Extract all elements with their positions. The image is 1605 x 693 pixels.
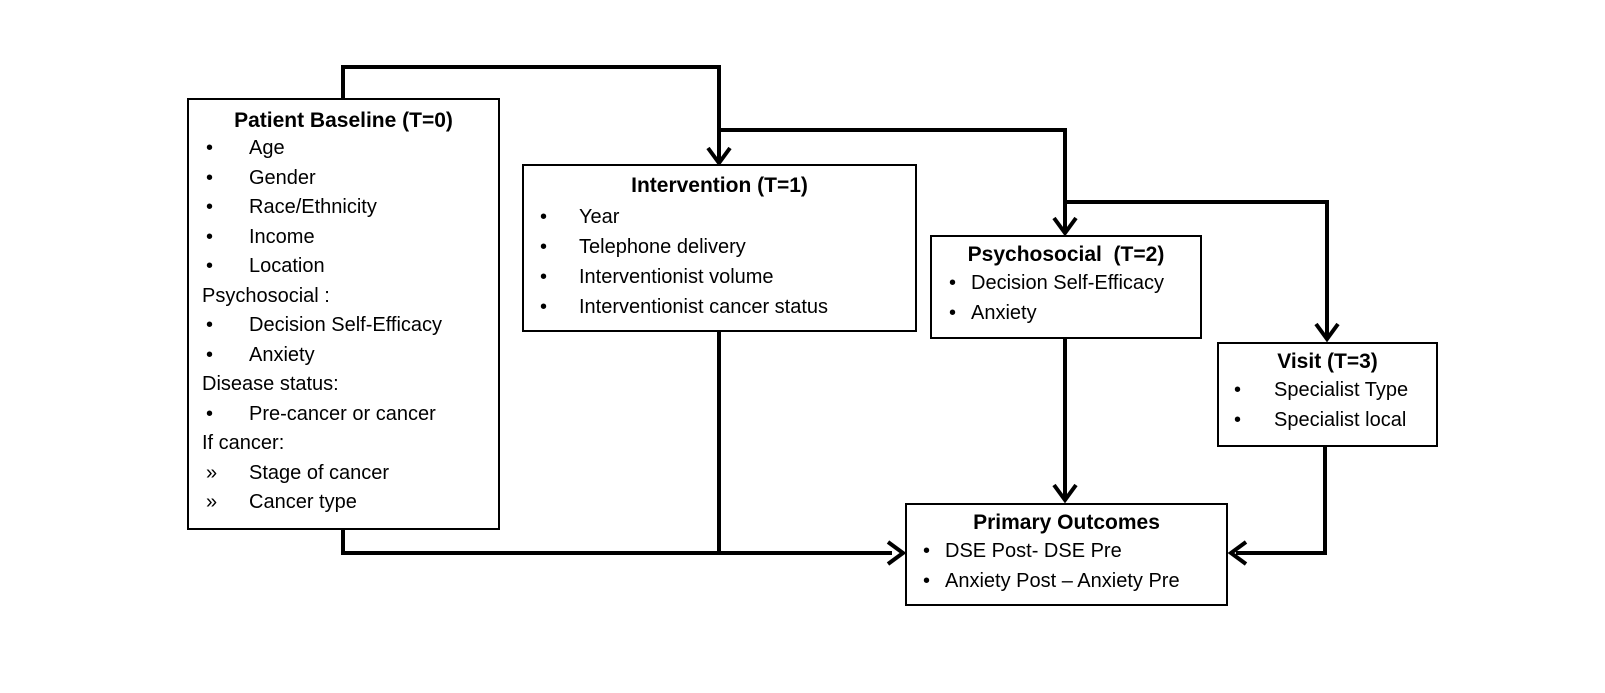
list-item: • Anxiety (189, 341, 498, 371)
patient-baseline-box: Patient Baseline (T=0) • Age • Gender • Rac… (187, 98, 500, 530)
edge-baseline-to-intervention (341, 65, 721, 160)
bullet-marker: • (1234, 409, 1242, 431)
list-item: • Interventionist cancer status (524, 292, 915, 322)
edge-visit-to-outcomes (1236, 447, 1327, 555)
list-item: • Year (524, 202, 915, 232)
list-item-text: Specialist Type (1274, 379, 1409, 401)
list-item-text: Gender (249, 166, 316, 189)
list-item: • Pre-cancer or cancer (189, 400, 498, 430)
list-item: • Location (189, 252, 498, 282)
list-item-text: Anxiety (971, 302, 1037, 324)
list-item-text: Interventionist volume (579, 266, 774, 288)
box-title: Visit (T=3) (1277, 350, 1378, 373)
chevron-marker: » (206, 491, 218, 513)
list-item-text: Disease status: (202, 373, 339, 395)
list-item: • Decision Self-Efficacy (189, 311, 498, 341)
list-item-text: Anxiety Post – Anxiety Pre (945, 570, 1180, 592)
list-item-text: Cancer type (249, 491, 357, 513)
list-item-text: Income (249, 225, 315, 248)
list-item: • Gender (189, 164, 498, 194)
box-items: • Decision Self-Efficacy • Anxiety (932, 268, 1200, 328)
list-item-text: Psychosocial : (202, 284, 330, 307)
list-item: • Age (189, 134, 498, 164)
arrowhead-intervention (706, 146, 732, 167)
bullet-marker: • (206, 166, 214, 189)
bullet-marker: • (923, 570, 931, 592)
bullet-marker: • (206, 196, 214, 218)
list-item-text: Year (579, 206, 620, 228)
bullet-marker: • (1234, 379, 1242, 401)
list-item-text: Stage of cancer (249, 461, 390, 484)
bullet-marker: • (949, 302, 957, 324)
bullet-marker: • (923, 540, 931, 562)
list-item-text: Decision Self-Efficacy (249, 314, 443, 336)
box-title: Intervention (T=1) (631, 174, 808, 197)
list-item: • Anxiety (932, 298, 1200, 328)
edge-baseline-to-outcomes (341, 530, 892, 555)
bullet-marker: • (540, 236, 548, 258)
bullet-marker: • (206, 255, 214, 277)
primary-outcomes-box: Primary Outcomes • DSE Post- DSE Pre • Anx… (905, 503, 1228, 606)
box-title: Patient Baseline (T=0) (234, 109, 453, 132)
list-item: Psychosocial : (189, 282, 498, 312)
list-item: • Specialist local (1219, 405, 1436, 435)
box-items: • Age • Gender • Race/Ethnicity • Income • Lo… (189, 134, 498, 518)
list-item: • Race/Ethnicity (189, 193, 498, 223)
list-item-text: Pre-cancer or cancer (249, 402, 436, 425)
bullet-marker: • (206, 402, 214, 425)
list-item: • Interventionist volume (524, 262, 915, 292)
bullet-marker: • (206, 137, 214, 159)
arrowhead-outcomes-right (1227, 540, 1248, 566)
list-item-text: Anxiety (249, 343, 315, 366)
edge-baseline-to-psychosocial (719, 128, 1067, 230)
list-item: • Decision Self-Efficacy (932, 268, 1200, 298)
bullet-marker: • (540, 206, 548, 228)
arrowhead-outcomes-top (1052, 483, 1078, 504)
arrowhead-outcomes-left (886, 540, 907, 566)
arrowhead-visit (1314, 322, 1340, 343)
box-items: • DSE Post- DSE Pre • Anxiety Post – Anxie… (907, 536, 1226, 596)
bullet-marker: • (540, 296, 548, 318)
box-title: Psychosocial (T=2) (967, 243, 1165, 266)
box-items: • Year • Telephone delivery • Interventioni… (524, 202, 915, 322)
edge-baseline-to-visit (1065, 200, 1329, 336)
box-title: Primary Outcomes (973, 511, 1160, 534)
list-item: » Cancer type (189, 488, 498, 518)
list-item: » Stage of cancer (189, 459, 498, 489)
list-item-text: Specialist local (1274, 409, 1407, 431)
arrowhead-psychosocial (1052, 216, 1078, 237)
psychosocial-box: Psychosocial (T=2) • Decision Self-Effica… (930, 235, 1202, 339)
list-item-text: Race/Ethnicity (249, 196, 377, 218)
visit-box: Visit (T=3) • Specialist Type • Specialist… (1217, 342, 1438, 447)
list-item-text: DSE Post- DSE Pre (945, 540, 1122, 562)
list-item-text: Age (249, 137, 285, 159)
list-item: • Anxiety Post – Anxiety Pre (907, 566, 1226, 596)
bullet-marker: • (949, 272, 957, 294)
list-item: Disease status: (189, 370, 498, 400)
bullet-marker: • (206, 225, 214, 248)
list-item: • Specialist Type (1219, 375, 1436, 405)
list-item-text: Location (249, 255, 325, 277)
list-item: • Telephone delivery (524, 232, 915, 262)
list-item: If cancer: (189, 429, 498, 459)
bullet-marker: • (206, 314, 214, 336)
chevron-marker: » (206, 461, 218, 484)
list-item: • DSE Post- DSE Pre (907, 536, 1226, 566)
box-items: • Specialist Type • Specialist local (1219, 375, 1436, 435)
list-item-text: Decision Self-Efficacy (971, 272, 1165, 294)
intervention-box: Intervention (T=1) • Year • Telephone deli… (522, 164, 917, 332)
list-item: • Income (189, 223, 498, 253)
bullet-marker: • (206, 343, 214, 366)
list-item-text: Telephone delivery (579, 236, 746, 258)
bullet-marker: • (540, 266, 548, 288)
list-item-text: If cancer: (202, 432, 285, 454)
list-item-text: Interventionist cancer status (579, 296, 829, 318)
